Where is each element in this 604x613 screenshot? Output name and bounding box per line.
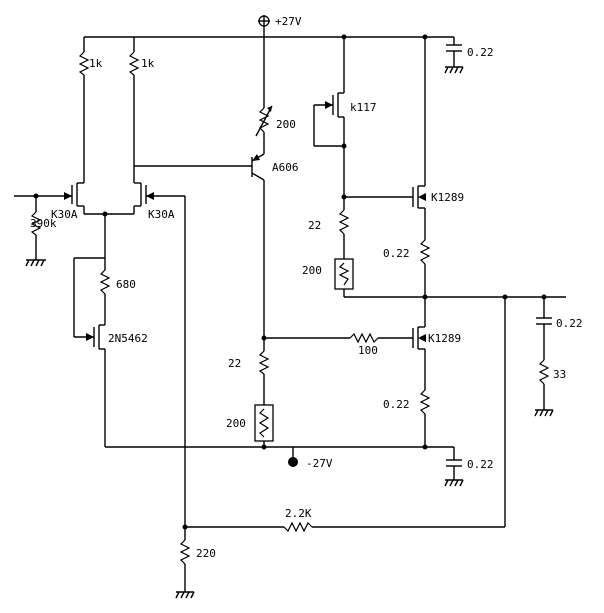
lower-bias-pot: 200 bbox=[226, 404, 274, 450]
feedback-resistor-value: 2.2K bbox=[285, 507, 312, 520]
tail-node-wiring bbox=[84, 211, 134, 258]
ground-input bbox=[25, 259, 46, 267]
lower-source-resistor: 0.22 bbox=[383, 349, 431, 450]
lower-bias-resistor: 22 bbox=[228, 335, 270, 405]
upper-output-mosfet: K1289 bbox=[344, 34, 464, 209]
top-decoupling-capacitor: 0.22 bbox=[446, 37, 494, 67]
lower-gate-resistor-value: 100 bbox=[358, 344, 378, 357]
positive-supply-label: +27V bbox=[275, 15, 302, 28]
feedback-resistor: 2.2K bbox=[185, 297, 506, 533]
source-resistor-value: 680 bbox=[116, 278, 136, 291]
ground-zobel bbox=[534, 409, 554, 417]
upper-source-resistor-value: 0.22 bbox=[383, 247, 410, 260]
zobel-capacitor-value: 0.22 bbox=[556, 317, 583, 330]
upper-bias-pot: 200 bbox=[302, 258, 425, 298]
lower-source-resistor-value: 0.22 bbox=[383, 398, 410, 411]
input-resistor-value: 390k bbox=[30, 217, 57, 230]
lower-bias-pot-value: 200 bbox=[226, 417, 246, 430]
left-drain-resistor: 1k bbox=[78, 37, 103, 183]
k117-jfet-label: k117 bbox=[350, 101, 377, 114]
upper-source-resistor: 0.22 bbox=[383, 208, 431, 297]
positive-supply-terminal: +27V bbox=[258, 15, 302, 37]
right-input-jfet: K30A bbox=[133, 182, 185, 221]
negative-supply-terminal: -27V bbox=[288, 447, 333, 470]
bottom-decoupling-capacitor-value: 0.22 bbox=[467, 458, 494, 471]
left-drain-resistor-value: 1k bbox=[89, 57, 103, 70]
upper-bias-resistor: 22 bbox=[308, 194, 350, 259]
k117-jfet: k117 bbox=[313, 34, 377, 197]
bottom-decoupling-capacitor: 0.22 bbox=[446, 447, 494, 480]
driver-transistor-label: A606 bbox=[272, 161, 299, 174]
zobel-resistor: 33 bbox=[538, 359, 566, 410]
upper-bias-pot-value: 200 bbox=[302, 264, 322, 277]
ground-bottom-capacitor bbox=[444, 479, 464, 487]
zobel-capacitor: 0.22 bbox=[536, 297, 583, 360]
input-resistor: 390k bbox=[30, 196, 57, 260]
source-resistor: 680 bbox=[73, 257, 136, 338]
upper-output-mosfet-label: K1289 bbox=[431, 191, 464, 204]
left-input-jfet: K30A bbox=[36, 182, 85, 221]
feedback-ground-resistor-value: 220 bbox=[196, 547, 216, 560]
emitter-trim-pot-value: 200 bbox=[276, 118, 296, 131]
negative-supply-label: -27V bbox=[306, 457, 333, 470]
lower-output-mosfet: K1289 bbox=[412, 297, 461, 350]
ground-top-capacitor bbox=[444, 66, 464, 74]
right-drain-resistor-value: 1k bbox=[141, 57, 155, 70]
input-terminal bbox=[14, 193, 39, 199]
right-input-jfet-label: K30A bbox=[148, 208, 175, 221]
ground-feedback bbox=[175, 591, 195, 599]
current-source-jfet: 2N5462 bbox=[86, 324, 148, 447]
top-decoupling-capacitor-value: 0.22 bbox=[467, 46, 494, 59]
left-input-jfet-label: K30A bbox=[51, 208, 78, 221]
lower-output-mosfet-label: K1289 bbox=[428, 332, 461, 345]
zobel-resistor-value: 33 bbox=[553, 368, 566, 381]
lower-bias-resistor-value: 22 bbox=[228, 357, 241, 370]
lower-gate-resistor: 100 bbox=[264, 332, 413, 357]
current-source-jfet-label: 2N5462 bbox=[108, 332, 148, 345]
right-drain-resistor: 1k bbox=[128, 37, 252, 183]
emitter-trim-pot: 200 bbox=[255, 37, 296, 154]
driver-transistor: A606 bbox=[251, 153, 299, 340]
feedback-ground-resistor: 220 bbox=[179, 196, 216, 592]
upper-bias-resistor-value: 22 bbox=[308, 219, 321, 232]
